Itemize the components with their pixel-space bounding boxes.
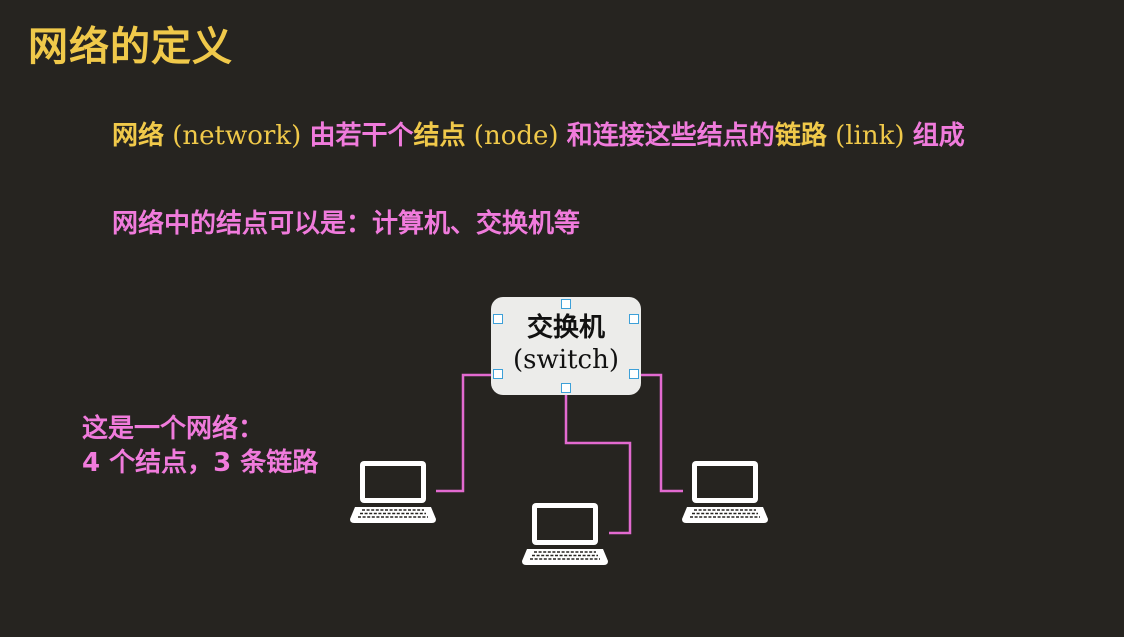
definition-text-2: 和连接这些结点的 (566, 121, 775, 151)
network-note: 这是一个网络： 4 个结点，3 条链路 (82, 412, 318, 480)
page-title: 网络的定义 (28, 24, 233, 70)
term-link-en: (link) (826, 121, 913, 151)
term-network-en: (network) (164, 121, 310, 151)
laptop-icon (682, 461, 768, 523)
link-middle (564, 395, 632, 535)
resize-handle-top-right[interactable] (629, 314, 639, 324)
definition-sentence: 网络 (network) 由若干个结点 (node) 和连接这些结点的链路 (l… (112, 115, 965, 152)
term-node-en: (node) (465, 121, 567, 151)
definition-text-3: 组成 (912, 121, 965, 151)
note-line-1: 这是一个网络： (82, 414, 265, 444)
resize-handle-bottom[interactable] (561, 383, 571, 393)
laptop-icon (350, 461, 436, 523)
link-right (641, 373, 683, 493)
note-line-2: 4 个结点，3 条链路 (82, 448, 319, 478)
term-network: 网络 (112, 121, 165, 151)
nodes-examples: 网络中的结点可以是：计算机、交换机等 (112, 209, 581, 239)
term-link: 链路 (774, 121, 827, 151)
switch-node[interactable]: 交换机 (switch) (491, 297, 641, 395)
definition-text-1: 由若干个 (309, 121, 414, 151)
switch-label-cn: 交换机 (526, 313, 605, 343)
resize-handle-top[interactable] (561, 299, 571, 309)
switch-label-en: (switch) (513, 345, 619, 375)
laptop-icon (522, 503, 608, 565)
term-node: 结点 (413, 121, 466, 151)
resize-handle-bottom-right[interactable] (629, 369, 639, 379)
resize-handle-top-left[interactable] (493, 314, 503, 324)
link-left (436, 373, 491, 493)
resize-handle-bottom-left[interactable] (493, 369, 503, 379)
